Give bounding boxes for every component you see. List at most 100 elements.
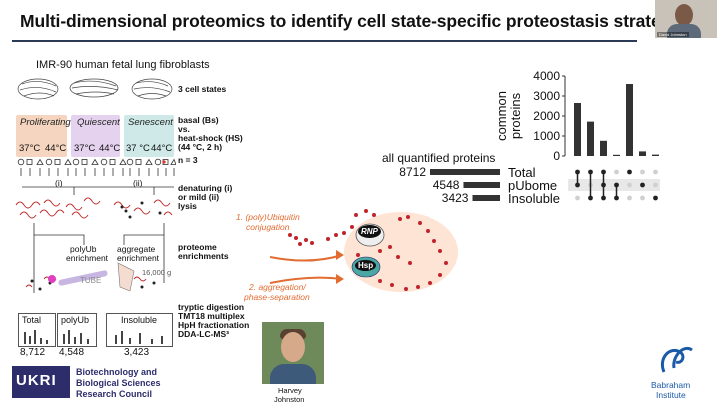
institute-line-2: Institute bbox=[656, 390, 686, 400]
matrix-dot bbox=[640, 169, 645, 175]
aggregate-enrichment-label-1: aggregate bbox=[117, 244, 156, 254]
babraham-logo-icon bbox=[661, 347, 693, 373]
photo-name-2: Johnston bbox=[274, 395, 305, 404]
lysis-label-ii: (ii) bbox=[133, 178, 143, 188]
set-size-bar bbox=[472, 195, 500, 201]
matrix-dot bbox=[653, 182, 658, 188]
mechanism-agg-1: 2. aggregation/ bbox=[249, 282, 306, 292]
y-axis-label: proteins bbox=[508, 92, 523, 139]
step-proteome-2: enrichments bbox=[178, 251, 229, 261]
step-ms-3: HpH fractionation bbox=[178, 320, 250, 330]
mechanism-ub-1: 1. (poly)Ubiquitin bbox=[236, 212, 300, 222]
mechanism-agg-2: phase-separation bbox=[244, 292, 310, 302]
step-ms-2: TMT18 multiplex bbox=[178, 311, 245, 321]
set-name-label: Insoluble bbox=[508, 191, 560, 206]
temp-quiesc-44: 44°C bbox=[99, 143, 121, 154]
matrix-dot bbox=[653, 195, 658, 201]
aggregate-enrichment-label-2: enrichment bbox=[117, 253, 160, 263]
matrix-dot bbox=[627, 195, 632, 201]
count-insoluble: 3,423 bbox=[124, 347, 150, 358]
funder-line-3: Research Council bbox=[76, 389, 153, 399]
matrix-dot bbox=[640, 182, 645, 188]
state-box-quiescent bbox=[71, 115, 120, 157]
temp-prolif-37: 37°C bbox=[19, 143, 41, 154]
step-lysis-1: denaturing (i) bbox=[178, 183, 233, 193]
ukri-logo: UKRI bbox=[12, 366, 70, 398]
matrix-dot bbox=[575, 195, 580, 201]
y-tick-label: 4000 bbox=[533, 69, 560, 83]
state-name-proliferating: Proliferating bbox=[20, 117, 71, 128]
state-name-senescent: Senescent bbox=[128, 117, 173, 128]
matrix-row-shade bbox=[568, 179, 660, 191]
step-cell-states: 3 cell states bbox=[178, 84, 227, 94]
matrix-dot bbox=[640, 195, 645, 201]
step-n: n = 3 bbox=[178, 155, 198, 165]
set-name-label: Total bbox=[508, 165, 536, 180]
state-box-proliferating bbox=[16, 115, 67, 157]
step-lysis-3: lysis bbox=[178, 201, 197, 211]
step-ms-4: DDA-LC-MS³ bbox=[178, 329, 229, 339]
temp-senesc-44: 44°C bbox=[151, 143, 173, 154]
cell-line-label: IMR-90 human fetal lung fibroblasts bbox=[36, 59, 210, 71]
state-box-senescent bbox=[124, 115, 174, 157]
state-name-quiescent: Quiescent bbox=[77, 117, 120, 128]
set-size-label: 8712 bbox=[399, 165, 426, 179]
y-tick-label: 0 bbox=[553, 149, 560, 163]
title-divider bbox=[12, 40, 637, 42]
set-size-bar bbox=[430, 169, 500, 175]
polyub-enrichment-label-2: enrichment bbox=[66, 253, 109, 263]
intersection-bar bbox=[652, 154, 659, 156]
researcher-photo bbox=[262, 322, 324, 384]
intersection-bar bbox=[574, 103, 581, 156]
slide-title: Multi-dimensional proteomics to identify… bbox=[20, 11, 696, 31]
intersection-bar bbox=[626, 84, 633, 156]
panel-insoluble-label: Insoluble bbox=[121, 315, 158, 325]
panel-total: Total bbox=[18, 313, 56, 347]
y-tick-label: 1000 bbox=[533, 129, 560, 143]
set-size-label: 3423 bbox=[442, 191, 469, 205]
webcam-caption: David Johnston bbox=[657, 32, 689, 37]
step-basal-1: basal (Bs) bbox=[178, 115, 219, 125]
speaker-head bbox=[675, 4, 693, 26]
y-axis-label: common bbox=[494, 91, 509, 141]
temp-quiesc-37: 37°C bbox=[74, 143, 96, 154]
matrix-dot bbox=[653, 169, 658, 175]
matrix-dot bbox=[614, 169, 619, 175]
centrifuge-label: 16,000 g bbox=[142, 268, 172, 277]
count-polyub: 4,548 bbox=[59, 347, 85, 358]
webcam-thumbnail[interactable]: David Johnston bbox=[655, 0, 717, 38]
count-total: 8,712 bbox=[20, 347, 46, 358]
mechanism-ub-2: conjugation bbox=[246, 222, 290, 232]
panel-insoluble: Insoluble bbox=[106, 313, 173, 347]
matrix-dot bbox=[627, 169, 632, 175]
y-tick-label: 3000 bbox=[533, 89, 560, 103]
intersection-bar bbox=[587, 121, 594, 156]
temp-senesc-37: 37 °C bbox=[126, 143, 150, 154]
intersection-bar bbox=[613, 154, 620, 156]
set-size-label: 4548 bbox=[433, 178, 460, 192]
step-basal-2: vs. bbox=[178, 124, 190, 134]
step-proteome-1: proteome bbox=[178, 242, 217, 252]
panel-total-label: Total bbox=[22, 315, 42, 325]
intersection-bar bbox=[639, 151, 646, 156]
lysis-workflow-illustration bbox=[15, 186, 174, 293]
intersection-bar bbox=[600, 140, 607, 156]
step-basal-3: heat-shock (HS) bbox=[178, 133, 243, 143]
step-lysis-2: or mild (ii) bbox=[178, 192, 220, 202]
polyub-enrichment-label-1: polyUb bbox=[70, 244, 97, 254]
rnp-label: RNP bbox=[358, 225, 381, 238]
step-ms-1: tryptic digestion bbox=[178, 302, 245, 312]
institute-line-1: Babraham bbox=[651, 380, 691, 390]
hsp-label: Hsp bbox=[355, 260, 377, 271]
photo-name-1: Harvey bbox=[278, 386, 302, 395]
funder-line-2: Biological Sciences bbox=[76, 378, 161, 388]
ubiquitin-chain-illustration bbox=[270, 209, 448, 291]
tube-label: TUBE bbox=[80, 276, 102, 285]
fibroblast-cells-illustration bbox=[17, 78, 173, 100]
lysis-label-i: (i) bbox=[55, 178, 63, 188]
panel-polyub-label: polyUb bbox=[61, 315, 90, 325]
panel-polyub: polyUb bbox=[57, 313, 97, 347]
funder-line-1: Biotechnology and bbox=[76, 367, 157, 377]
